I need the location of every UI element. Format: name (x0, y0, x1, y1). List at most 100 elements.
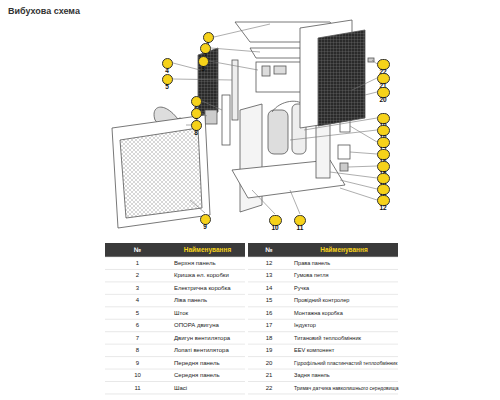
callout-text: 11 (297, 223, 304, 232)
part-name: Двигун вентилятора (170, 332, 245, 344)
callout-number: 10 (269, 215, 282, 226)
callout-number: 21 (377, 73, 390, 84)
part-number: 17 (248, 319, 290, 331)
cell-text: Середня панель (174, 369, 220, 381)
callout-text: 12 (379, 203, 386, 212)
part-number: 14 (248, 282, 290, 294)
part-name: Задня панель (290, 369, 398, 381)
part-name: Ручка (290, 282, 398, 294)
cell-text: 16 (266, 307, 273, 319)
cell-text: Найменування (320, 243, 367, 257)
cell-text: Двигун вентилятора (174, 332, 230, 344)
cell-text: 11 (134, 382, 140, 394)
callout-text: 5 (165, 82, 169, 91)
cell-text: 20 (266, 357, 273, 369)
part-number: 4 (105, 294, 170, 306)
cell-text: 22 (266, 382, 273, 394)
part-name: Передня панель (170, 357, 245, 369)
cell-text: Ручка (294, 282, 309, 294)
cell-text: 3 (136, 282, 139, 294)
diagram-title: Вибухова схема (8, 6, 80, 16)
callout-number: 22 (377, 59, 390, 70)
callout-number: 17 (377, 137, 390, 148)
table-header: № (105, 243, 170, 257)
cell-text: ОПОРА двигуна (174, 319, 219, 331)
parts-table (105, 243, 398, 394)
part-number: 15 (248, 294, 290, 306)
callout-number: 4 (162, 58, 173, 69)
part-name: Кришка ел. коробки (170, 269, 245, 281)
part-number: 3 (105, 282, 170, 294)
cell-text: Гідрофільний пластинчастий теплообмінник (294, 357, 397, 369)
part-name: Гідрофільний пластинчастий теплообмінник (290, 357, 398, 369)
cell-text: 21 (266, 369, 273, 381)
callout-number: 5 (162, 74, 173, 85)
callout-number: 7 (191, 108, 202, 119)
cell-text: 4 (136, 294, 139, 306)
part-number: 2 (105, 269, 170, 281)
part-name: Ліва панель (170, 294, 245, 306)
cell-text: Верхня панель (174, 257, 216, 269)
callout-number: 9 (200, 214, 211, 225)
cell-text: 8 (136, 344, 139, 356)
cell-text: Шасі (174, 382, 187, 394)
part-number: 12 (248, 257, 290, 269)
callout-number: 16 (377, 149, 390, 160)
part-number: 8 (105, 344, 170, 356)
callout-number: 13 (377, 184, 390, 195)
cell-text: 1 (136, 257, 139, 269)
cell-text: Гумова петля (294, 269, 329, 281)
cell-text: Тримач датчика навколишнього середовища (294, 382, 398, 394)
cell-text: 15 (266, 294, 273, 306)
callout-number: 1 (203, 32, 214, 43)
part-number: 22 (248, 382, 290, 394)
cell-text: Титановий теплообмінник (294, 332, 361, 344)
cell-text: Задня панель (294, 369, 330, 381)
cell-text: 6 (136, 319, 139, 331)
part-name: Провідний контролер (290, 294, 398, 306)
cell-text: 14 (266, 282, 273, 294)
callout-text: 10 (271, 223, 278, 232)
callout-number: 19 (377, 113, 390, 124)
part-number: 13 (248, 269, 290, 281)
cell-text: EEV компонент (294, 344, 334, 356)
callout-text: 20 (379, 95, 386, 104)
cell-text: 2 (136, 269, 139, 281)
callout-number: 15 (377, 161, 390, 172)
cell-text: Лопаті вентилятора (174, 344, 229, 356)
part-name: Гумова петля (290, 269, 398, 281)
part-name: ОПОРА двигуна (170, 319, 245, 331)
part-number: 11 (105, 382, 170, 394)
callout-number: 18 (377, 125, 390, 136)
part-number: 9 (105, 357, 170, 369)
cell-text: Шток (174, 307, 188, 319)
part-number: 10 (105, 369, 170, 381)
cell-text: Провідний контролер (294, 294, 349, 306)
cell-text: № (265, 243, 272, 257)
part-number: 16 (248, 307, 290, 319)
cell-text: 9 (136, 357, 139, 369)
part-name: Електрична коробка (170, 282, 245, 294)
callout-number: 6 (191, 96, 202, 107)
callout-number: 14 (377, 173, 390, 184)
cell-text: Ліва панель (174, 294, 207, 306)
cell-text: 13 (266, 269, 273, 281)
cell-text: 18 (266, 332, 273, 344)
callout-number: 12 (377, 195, 390, 206)
callout-number: 3 (198, 56, 209, 67)
callout-number: 8 (191, 120, 202, 131)
cell-text: Права панель (294, 257, 330, 269)
cell-text: 12 (266, 257, 273, 269)
part-number: 21 (248, 369, 290, 381)
part-name: Верхня панель (170, 257, 245, 269)
part-name: Середня панель (170, 369, 245, 381)
part-name: Індуктор (290, 319, 398, 331)
cell-text: 10 (134, 369, 141, 381)
cell-text: Монтажна коробка (294, 307, 343, 319)
cell-text: № (134, 243, 141, 257)
part-number: 20 (248, 357, 290, 369)
table-header: № (248, 243, 290, 257)
cell-text: Індуктор (294, 319, 316, 331)
callout-text: 8 (194, 128, 198, 137)
